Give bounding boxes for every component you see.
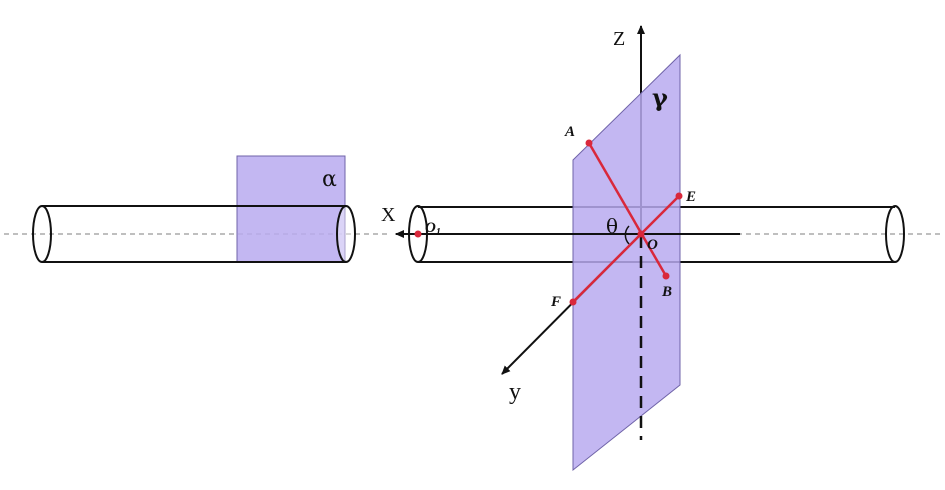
line-ef xyxy=(572,195,680,303)
point-e-marker xyxy=(675,192,683,200)
label-point-o1-main: O xyxy=(425,220,436,236)
label-point-a: A xyxy=(564,124,575,140)
label-point-e: E xyxy=(685,189,696,205)
line-ab xyxy=(587,142,668,277)
label-x-axis: X xyxy=(381,204,396,226)
label-theta: θ xyxy=(606,214,618,238)
point-b-marker xyxy=(662,272,670,280)
label-point-o1: O1 xyxy=(425,220,441,238)
label-point-o: O xyxy=(647,237,658,253)
label-point-o1-subscript: 1 xyxy=(436,227,441,238)
label-y-axis: y xyxy=(509,379,521,405)
point-o1-marker xyxy=(414,230,422,238)
plane-alpha xyxy=(236,155,346,263)
label-gamma: γ xyxy=(652,83,668,112)
left-cylinder-right-end xyxy=(336,205,356,263)
plane-gamma xyxy=(572,53,681,472)
label-alpha: α xyxy=(322,167,337,192)
point-o-marker xyxy=(637,230,645,238)
right-cylinder-right-end xyxy=(885,205,905,263)
point-f-marker xyxy=(569,298,577,306)
left-cylinder-group: α xyxy=(4,155,390,263)
label-point-b: B xyxy=(661,284,672,300)
label-z-axis: Z xyxy=(613,28,625,50)
left-cylinder-left-end xyxy=(32,205,52,263)
label-point-f: F xyxy=(550,294,561,310)
point-a-marker xyxy=(585,139,593,147)
theta-arc xyxy=(624,225,630,245)
